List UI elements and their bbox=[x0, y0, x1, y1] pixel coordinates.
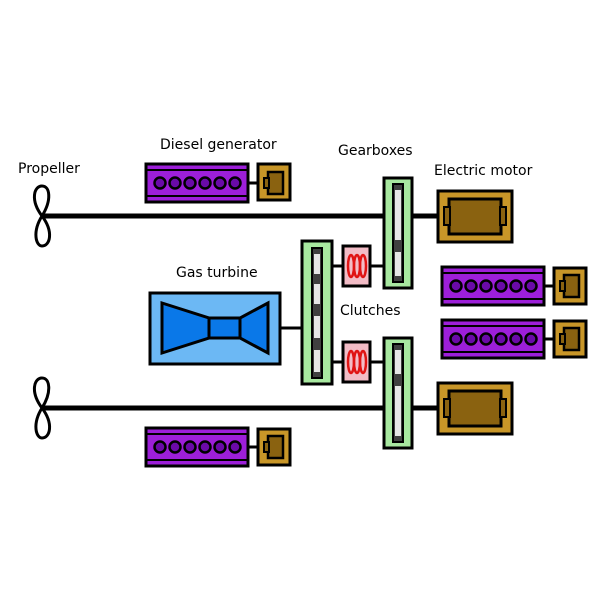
gearbox-upper bbox=[382, 176, 414, 290]
diesel-generator-set bbox=[144, 426, 292, 468]
diesel-generator-set bbox=[440, 265, 588, 307]
label-diesel-generator: Diesel generator bbox=[160, 137, 277, 153]
diesel-generator-set bbox=[440, 318, 588, 360]
gas-turbine bbox=[148, 291, 282, 366]
label-propeller: Propeller bbox=[18, 161, 80, 177]
clutch-upper bbox=[341, 244, 372, 288]
label-gas-turbine: Gas turbine bbox=[176, 265, 258, 281]
label-gearboxes: Gearboxes bbox=[338, 143, 413, 159]
label-electric-motor: Electric motor bbox=[434, 163, 533, 179]
label-clutches: Clutches bbox=[340, 303, 401, 319]
gearbox-center bbox=[300, 239, 334, 386]
electric-motor-upper bbox=[412, 189, 514, 244]
propeller-icon bbox=[33, 184, 51, 248]
gearbox-lower bbox=[382, 336, 414, 450]
electric-motor-lower bbox=[412, 381, 514, 436]
clutch-lower bbox=[341, 340, 372, 384]
diesel-generator-set bbox=[144, 162, 292, 204]
propeller-icon bbox=[33, 376, 51, 440]
